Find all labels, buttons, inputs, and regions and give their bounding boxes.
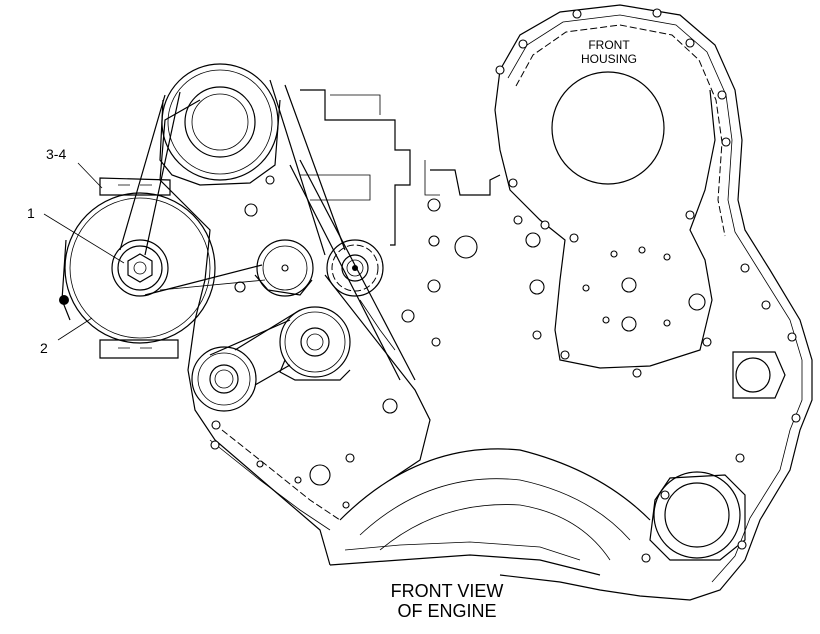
lower-seal-outer: [653, 471, 741, 559]
tensioner-pulley: [279, 306, 351, 381]
water-pump-pulley: [326, 239, 384, 297]
caption-line2: OF ENGINE: [397, 601, 496, 621]
upper-pulley: [159, 63, 281, 186]
right-boss: [735, 357, 771, 393]
callout-2: 2: [40, 340, 48, 356]
cover-bolt-holes: [210, 175, 478, 509]
flange-bolt-holes: [495, 8, 801, 563]
leader-lines: [43, 162, 125, 341]
front-housing: [494, 4, 813, 601]
callout-1: 1: [27, 205, 35, 221]
crank-damper: [191, 346, 257, 412]
leader-line-3-4: [77, 162, 103, 189]
idler-pulley: [254, 239, 314, 297]
callout-3-4: 3-4: [46, 146, 66, 162]
front-housing-label-line1: FRONT: [588, 38, 630, 52]
timing-cover: [119, 79, 651, 576]
front-housing-label-line2: HOUSING: [581, 52, 637, 66]
caption-line1: FRONT VIEW: [391, 581, 504, 601]
front-housing-opening: [551, 71, 665, 185]
alternator-mount-bolt: [59, 295, 69, 305]
inner-bolt-pattern: [513, 215, 706, 340]
leader-line-1: [43, 213, 125, 264]
lower-seal-inner: [664, 482, 730, 548]
drive-belt: [144, 264, 301, 386]
leader-line-2: [57, 317, 93, 341]
alternator: [59, 177, 216, 359]
